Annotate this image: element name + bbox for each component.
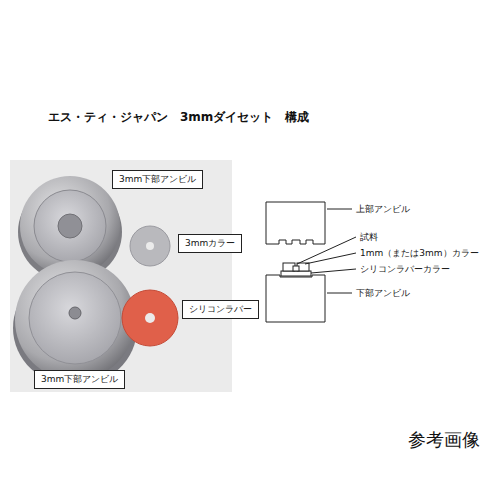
part-name: 上部アンビル (356, 204, 410, 215)
part-name: 3mm下部アンビル (119, 174, 196, 184)
title: エス・ティ・ジャパン 3mmダイセット 構成 (48, 110, 309, 124)
part-name: シリコンラバーカラー (360, 264, 450, 275)
part-name: 下部アンビル (356, 288, 410, 299)
silicone-rubber-photo (122, 290, 178, 346)
part-name: 1mm（または3mm）カラー (360, 248, 479, 259)
label-box: 3mmカラー (178, 234, 242, 253)
note: 参考画像 (408, 429, 480, 451)
part-name: 3mmカラー (185, 238, 235, 248)
part-name: シリコンラバー (189, 304, 252, 314)
label-box: シリコンラバー (182, 300, 259, 319)
sample-schematic (293, 266, 299, 271)
label-box: 3mm下部アンビル (112, 170, 203, 189)
silicone-collar-schematic (281, 271, 311, 276)
lower-anvil-schematic (266, 275, 325, 322)
part-name: 3mm下部アンビル (41, 374, 118, 384)
leader-lines (297, 209, 356, 293)
photo-ground (10, 160, 232, 392)
label-box: 3mm下部アンビル (34, 370, 125, 389)
part-name: 試料 (360, 232, 378, 243)
upper-anvil-schematic (266, 202, 325, 244)
lower-anvil-photo (13, 260, 137, 386)
collar-photo (130, 226, 170, 266)
